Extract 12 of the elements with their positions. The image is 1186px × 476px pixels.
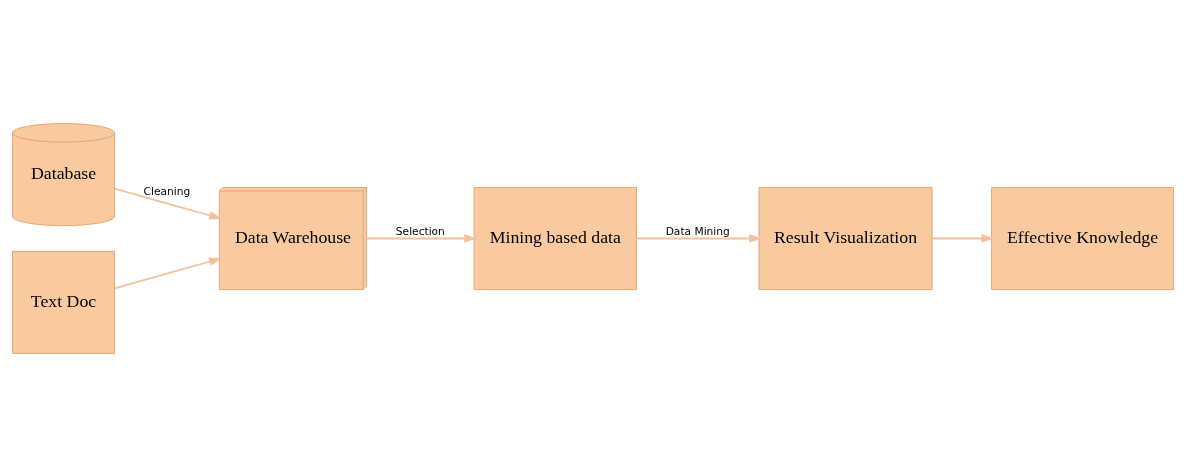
arrow [931, 233, 994, 243]
arrow [365, 233, 477, 243]
node-box: Text Doc [12, 250, 115, 354]
edge-label: Selection [395, 224, 445, 238]
node-box: Result Visualization [758, 186, 933, 290]
edge-label: Cleaning [143, 184, 191, 198]
node-box: Mining based data [473, 186, 637, 290]
arrow [113, 187, 222, 220]
node-box: Effective Knowledge [991, 186, 1174, 290]
arrow [635, 233, 762, 243]
arrow [113, 256, 222, 289]
edge-label: Data Mining [665, 224, 730, 238]
